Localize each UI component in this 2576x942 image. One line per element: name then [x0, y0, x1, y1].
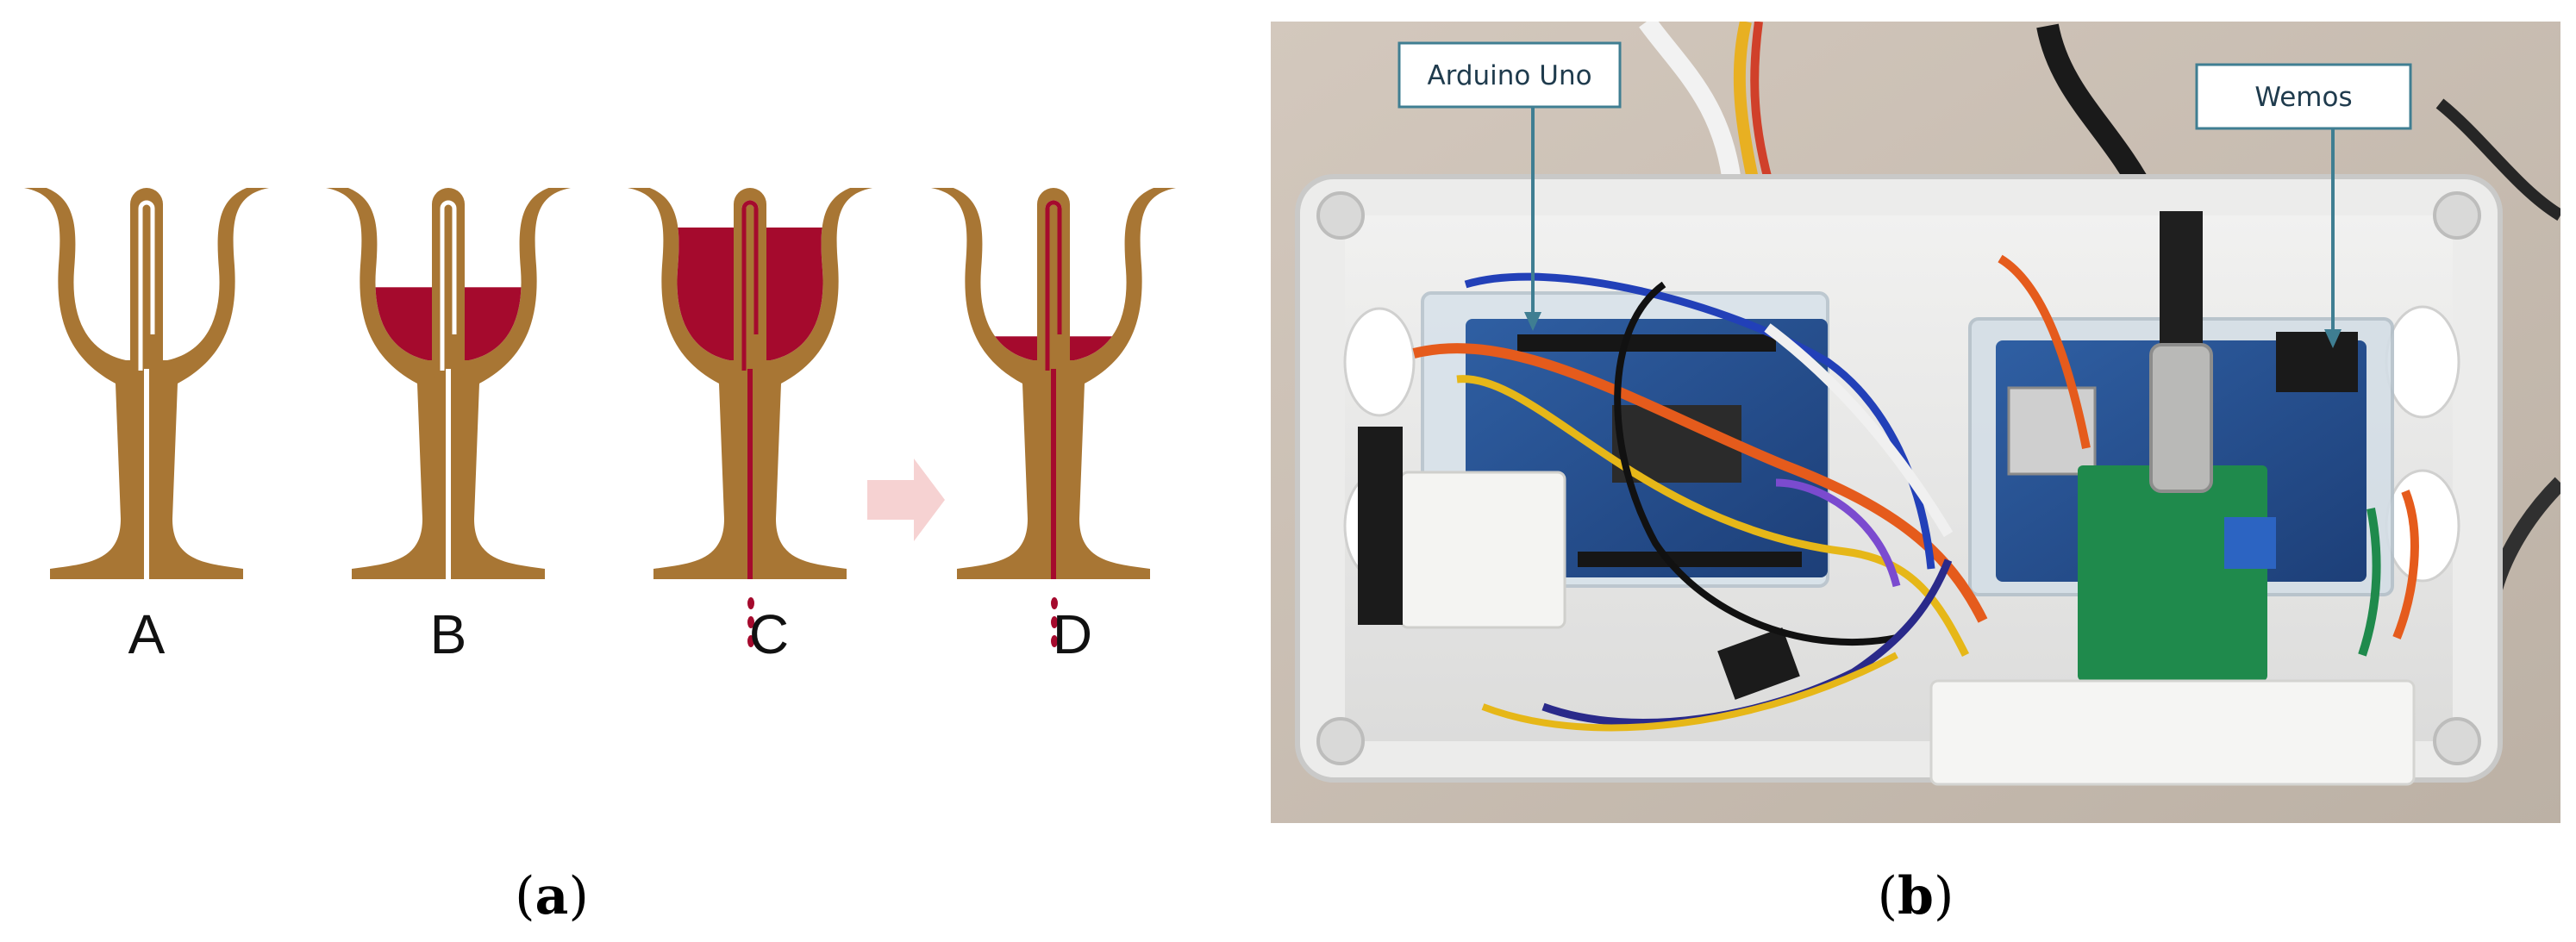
cup-label-d: D — [1053, 603, 1092, 665]
cup-label-c: C — [749, 603, 789, 665]
cup-label-b: B — [430, 603, 467, 665]
panel-b-caption: (b) — [1878, 866, 1954, 926]
drip-drop — [1051, 616, 1058, 628]
drip-drop — [747, 597, 754, 609]
panel-a-caption: (a) — [515, 866, 589, 926]
transition-arrow — [867, 459, 945, 541]
cup-label-a: A — [128, 603, 166, 665]
cup-b: B — [326, 186, 571, 665]
callout-wemos-label: Wemos — [2254, 82, 2352, 113]
panel-b-hardware-photo — [1271, 22, 2560, 823]
panel-a-pythagorean-cups: A B C D — [24, 186, 1176, 665]
drip-drop — [747, 635, 754, 647]
cup-c: C — [628, 186, 872, 665]
drip-drop — [1051, 635, 1058, 647]
callout-wemos: Wemos — [2195, 63, 2412, 348]
cup-a: A — [24, 186, 269, 665]
callout-arduino-uno: Arduino Uno — [1397, 41, 1622, 331]
cup-d: D — [931, 186, 1176, 665]
drip-drop — [1051, 597, 1058, 609]
drip-drop — [747, 616, 754, 628]
callout-arduino-uno-label: Arduino Uno — [1427, 60, 1591, 91]
